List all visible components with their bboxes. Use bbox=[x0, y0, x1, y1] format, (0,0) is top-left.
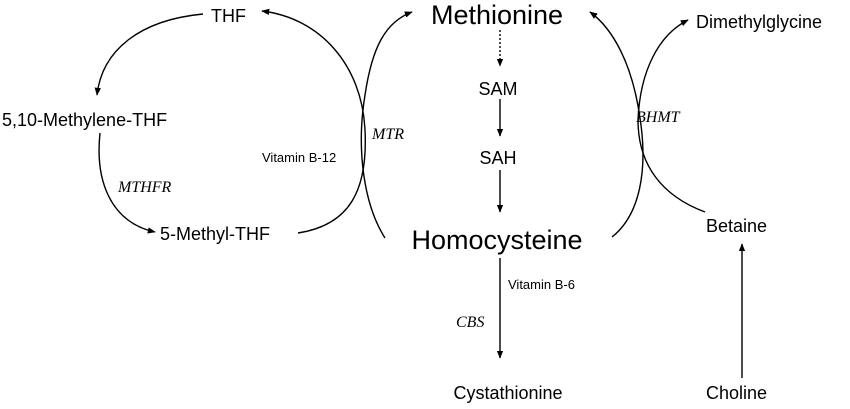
cofactor-vitamin-b6: Vitamin B-6 bbox=[508, 277, 575, 292]
enzyme-cbs: CBS bbox=[456, 314, 484, 331]
arrow-methylene-thf-to-methyl-thf bbox=[98, 132, 156, 234]
enzyme-mthfr: MTHFR bbox=[117, 179, 172, 196]
node-cystathionine: Cystathionine bbox=[453, 383, 562, 403]
node-methionine: Methionine bbox=[431, 0, 563, 30]
node-choline: Choline bbox=[706, 383, 767, 403]
arrow-homocysteine-to-methionine-mtr bbox=[360, 11, 413, 239]
node-thf: THF bbox=[211, 6, 246, 26]
node-sah: SAH bbox=[479, 148, 516, 168]
arrow-methyl-thf-to-thf-mtr-loop bbox=[261, 8, 367, 234]
enzyme-bhmt: BHMT bbox=[636, 109, 681, 126]
arrow-homocysteine-to-methionine-bhmt bbox=[589, 11, 644, 238]
arrow-betaine-to-dimethylglycine bbox=[637, 19, 706, 213]
cofactor-vitamin-b12: Vitamin B-12 bbox=[262, 150, 336, 165]
node-methylene-thf: 5,10-Methylene-THF bbox=[2, 110, 167, 130]
enzyme-mtr: MTR bbox=[371, 126, 404, 143]
node-homocysteine: Homocysteine bbox=[411, 225, 582, 255]
node-dimethylglycine: Dimethylglycine bbox=[696, 12, 822, 32]
node-sam: SAM bbox=[478, 79, 517, 99]
node-methyl-thf: 5-Methyl-THF bbox=[160, 224, 270, 244]
arrow-thf-to-methylene-thf bbox=[94, 13, 204, 96]
node-betaine: Betaine bbox=[706, 216, 767, 236]
